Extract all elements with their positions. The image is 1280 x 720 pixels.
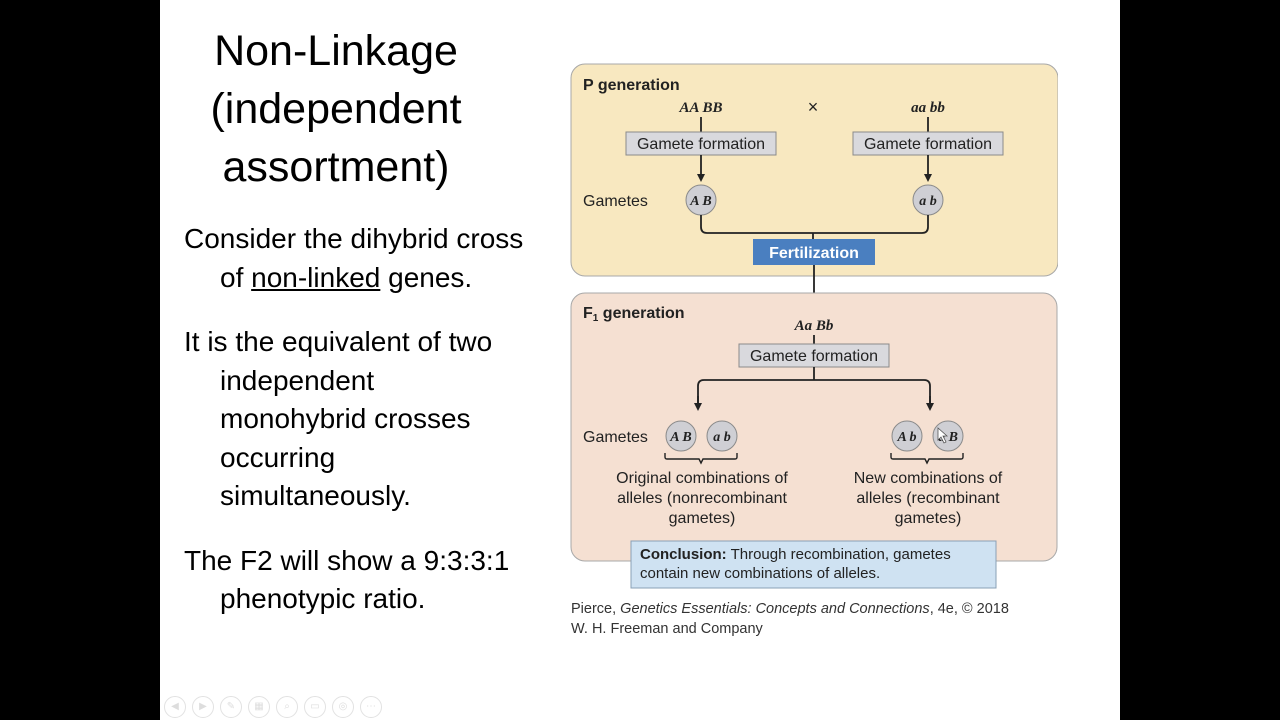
f1-subscript: 1 <box>593 313 599 324</box>
bullet-list: Consider the dihybrid cross of non-linke… <box>184 220 524 645</box>
next-slide-icon[interactable]: ▶ <box>192 696 214 718</box>
f1-gamete-circle-2 <box>706 420 738 452</box>
zoom-icon[interactable]: ⌕ <box>276 696 298 718</box>
conclusion-rest: Through recombination, gametes <box>727 546 951 563</box>
parent-2-genotype: aa bb <box>911 100 945 116</box>
subtitles-icon[interactable]: ◎ <box>332 696 354 718</box>
credit-line-1: Pierce, Genetics Essentials: Concepts an… <box>571 601 1009 617</box>
fertilization-label: Fertilization <box>769 245 859 262</box>
title-line-1: Non-Linkage <box>214 27 458 75</box>
fertilization-box <box>753 239 875 265</box>
more-options-icon[interactable]: ⋯ <box>360 696 382 718</box>
cross-symbol: × <box>808 97 819 117</box>
credit-line-2: W. H. Freeman and Company <box>571 621 764 637</box>
nonrecombinant-caption-3: gametes) <box>669 510 736 527</box>
previous-slide-icon[interactable]: ◀ <box>164 696 186 718</box>
p-gamete-text-1: A B <box>689 194 711 209</box>
bullet-dihybrid: Consider the dihybrid cross of non-linke… <box>184 220 524 297</box>
p-gametes-label: Gametes <box>583 193 648 210</box>
f1-f: F <box>583 305 593 322</box>
nonrecombinant-caption-2: alleles (nonrecombinant <box>617 490 787 507</box>
f1-gamete-circle-4 <box>932 420 964 452</box>
f1-gamete-text-2: a b <box>713 430 731 445</box>
gamete-formation-label-1: Gamete formation <box>637 136 765 153</box>
f1-gametes-label: Gametes <box>583 429 648 446</box>
recombinant-caption-2: alleles (recombinant <box>856 490 1000 507</box>
conclusion-line-2: contain new combinations of alleles. <box>640 565 880 582</box>
title-line-2: (independent <box>210 85 462 133</box>
f1-gamete-circle-1 <box>665 420 697 452</box>
bullet-1-prefix: Consider the dihybrid cross of <box>184 223 524 293</box>
p-generation-label: P generation <box>583 77 680 94</box>
slides-grid-icon[interactable]: ▦ <box>248 696 270 718</box>
slide: Non-Linkage (independent assortment) Con… <box>160 0 1120 720</box>
f1-gamete-text-3: A b <box>896 430 916 445</box>
f1-generation-word: generation <box>598 305 684 322</box>
recombinant-caption-3: gametes) <box>895 510 962 527</box>
mouse-cursor-icon <box>937 427 949 444</box>
non-linked-text: non-linked <box>251 261 381 293</box>
bullet-f2-ratio: The F2 will show a 9:3:3:1 phenotypic ra… <box>184 544 510 615</box>
f1-genotype: Aa Bb <box>794 318 834 334</box>
slide-title: Non-Linkage (independent assortment) <box>160 22 512 196</box>
gamete-formation-label-2: Gamete formation <box>864 136 992 153</box>
gamete-formation-label-f1: Gamete formation <box>750 348 878 365</box>
credit-book-title: Genetics Essentials: Concepts and Connec… <box>620 601 930 617</box>
recombinant-caption-1: New combinations of <box>854 470 1003 487</box>
f1-gamete-circle-3 <box>891 420 923 452</box>
credit-edition: , 4e, © 2018 <box>930 601 1009 617</box>
conclusion-bold: Conclusion: <box>640 546 727 563</box>
f1-gamete-text-1: A B <box>669 430 691 445</box>
f1-generation-label: F1 generation <box>583 305 685 324</box>
conclusion-line-1: Conclusion: Through recombination, gamet… <box>640 546 951 563</box>
pen-icon[interactable]: ✎ <box>220 696 242 718</box>
linkage-diagram: P generation AA BB × aa bb Gamete format… <box>570 63 1058 637</box>
p-gamete-text-2: a b <box>919 194 937 209</box>
recombinant-brace <box>890 453 964 465</box>
credit-author: Pierce, <box>571 601 620 617</box>
title-line-3: assortment) <box>222 143 450 191</box>
conclusion-box <box>630 540 997 589</box>
bullet-1-suffix: genes. <box>380 261 473 293</box>
nonrecombinant-brace <box>664 453 738 465</box>
screen-icon[interactable]: ▭ <box>304 696 326 718</box>
bullet-equivalent: It is the equivalent of two independent … <box>184 326 493 511</box>
parent-1-genotype: AA BB <box>679 100 723 116</box>
nonrecombinant-caption-1: Original combinations of <box>616 470 788 487</box>
